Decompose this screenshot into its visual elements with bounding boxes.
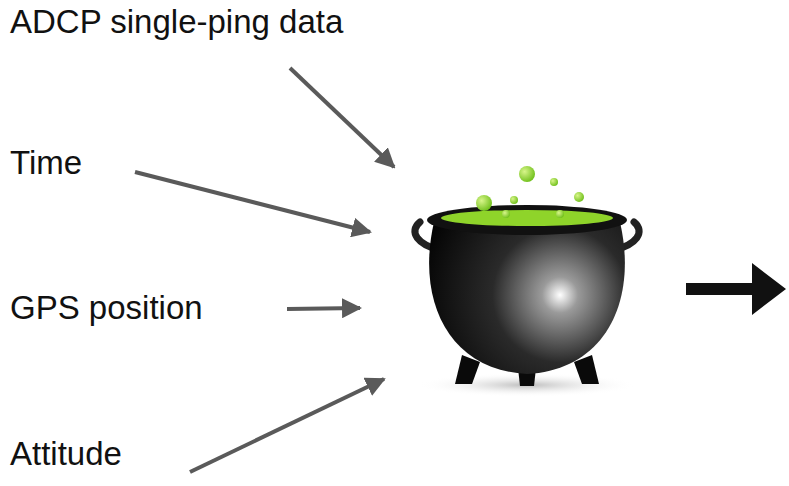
leg	[574, 355, 599, 384]
input-label: ADCP single-ping data	[10, 2, 343, 42]
bubble	[574, 192, 584, 202]
input-label: GPS position	[10, 288, 203, 328]
bubble	[510, 196, 518, 204]
input-label: Time	[10, 143, 82, 183]
pot-body	[429, 222, 625, 374]
input-arrow	[190, 379, 384, 472]
output-arrow	[686, 263, 786, 315]
input-label: Attitude	[10, 434, 122, 474]
input-arrow	[290, 68, 394, 167]
leg	[455, 355, 480, 384]
potion	[441, 210, 613, 226]
bubble	[550, 178, 558, 186]
input-arrows	[135, 68, 394, 472]
bubble	[502, 210, 510, 218]
bubble	[476, 195, 492, 211]
bubble	[519, 166, 535, 182]
input-arrow	[287, 308, 360, 309]
pot-rim	[427, 205, 627, 235]
input-arrow	[135, 172, 370, 232]
bubble	[556, 210, 564, 218]
